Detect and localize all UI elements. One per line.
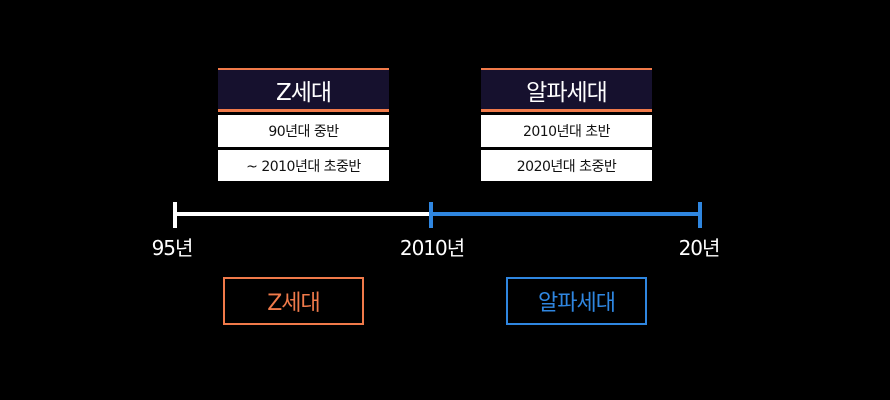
timeline-label-end: 20년 bbox=[678, 236, 721, 260]
card-row: 90년대 중반 bbox=[218, 115, 389, 147]
tag-gen-z: Z세대 bbox=[223, 277, 364, 325]
card-row: 2010년대 초반 bbox=[481, 115, 652, 147]
timeline-label-start: 95년 bbox=[151, 236, 194, 260]
tag-gen-alpha: 알파세대 bbox=[506, 277, 647, 325]
timeline-segment-blue bbox=[431, 212, 701, 216]
card-row: 2020년대 초중반 bbox=[481, 150, 652, 181]
timeline-tick-end bbox=[698, 202, 702, 228]
timeline-tick-mid bbox=[429, 202, 433, 228]
timeline-label-mid: 2010년 bbox=[399, 236, 465, 260]
timeline-segment-white bbox=[175, 212, 431, 216]
timeline-tick-start bbox=[173, 202, 177, 228]
card-title: Z세대 bbox=[218, 68, 389, 112]
card-row: ~ 2010년대 초중반 bbox=[218, 150, 389, 181]
card-title: 알파세대 bbox=[481, 68, 652, 112]
